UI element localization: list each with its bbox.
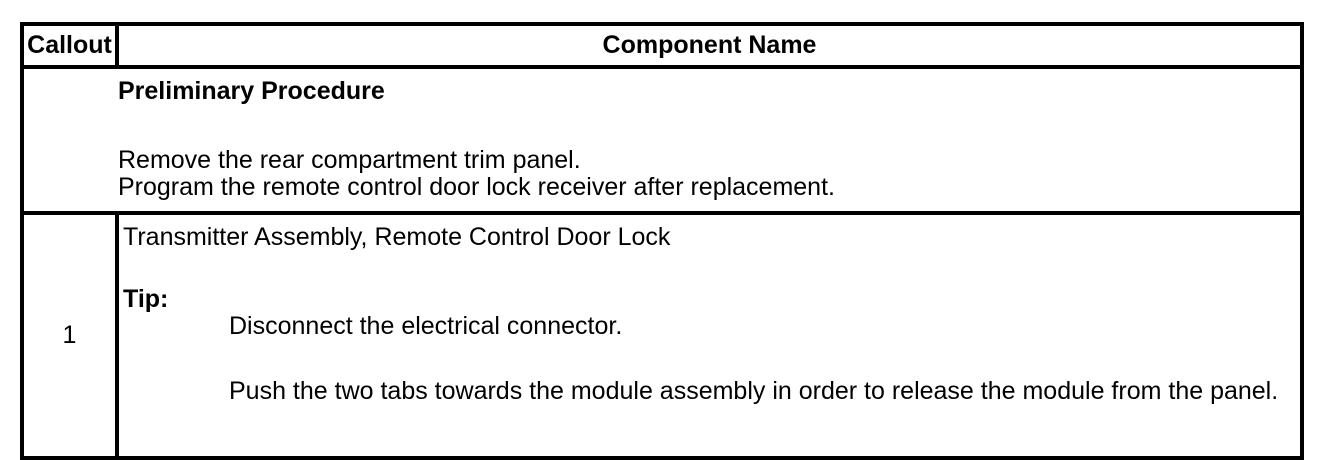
preliminary-step: Remove the rear compartment trim panel. (118, 146, 581, 174)
preliminary-procedure-cell: Preliminary Procedure Remove the rear co… (20, 65, 1304, 215)
callout-number: 1 (20, 211, 119, 460)
table-header-row: Callout Component Name (20, 22, 1304, 69)
callout-column-header: Callout (20, 22, 119, 69)
component-name-column-header: Component Name (115, 22, 1304, 69)
preliminary-procedure-row: Preliminary Procedure Remove the rear co… (20, 65, 1304, 215)
tip-step: Disconnect the electrical connector. (229, 312, 623, 340)
component-description-cell: Transmitter Assembly, Remote Control Doo… (115, 211, 1304, 460)
tip-label: Tip: (123, 285, 169, 313)
component-name: Transmitter Assembly, Remote Control Doo… (123, 223, 671, 251)
preliminary-steps: Remove the rear compartment trim panel. … (118, 147, 1290, 201)
tip-step: Push the two tabs towards the module ass… (229, 377, 1279, 405)
preliminary-step: Program the remote control door lock rec… (118, 173, 835, 201)
preliminary-procedure-title: Preliminary Procedure (118, 77, 385, 105)
component-table: Callout Component Name Preliminary Proce… (20, 22, 1304, 460)
component-row: 1 Transmitter Assembly, Remote Control D… (20, 211, 1304, 460)
